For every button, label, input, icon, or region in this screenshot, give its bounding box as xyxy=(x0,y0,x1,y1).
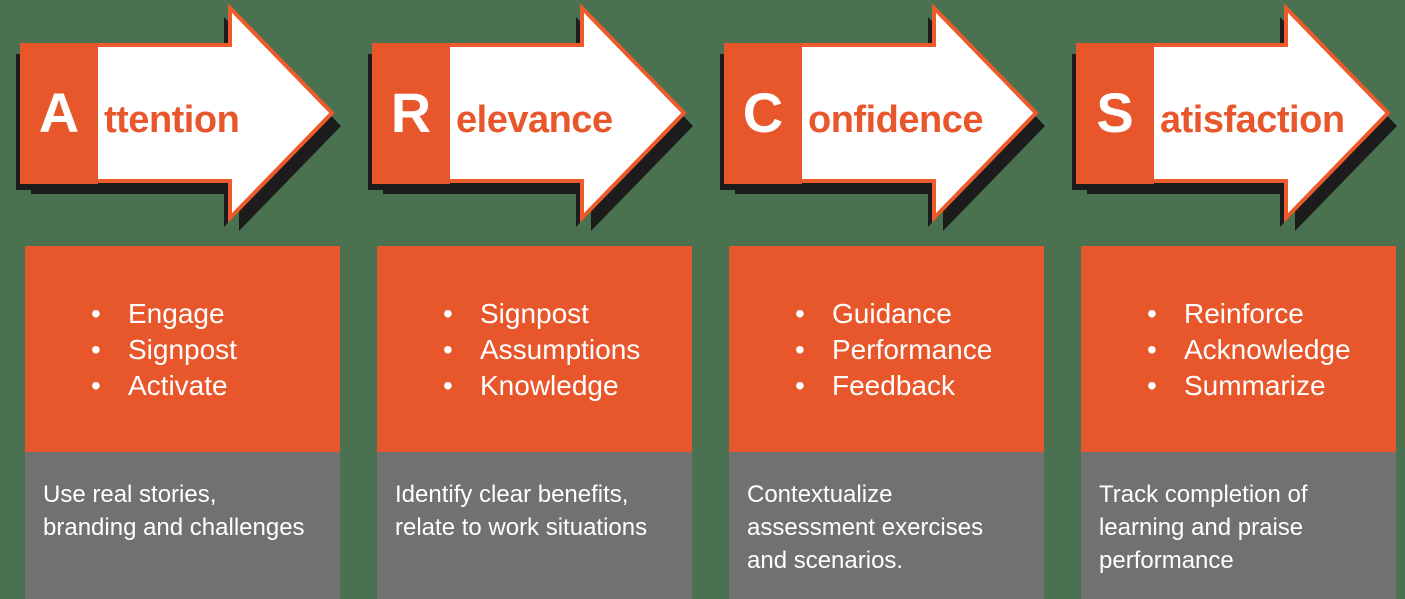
confidence-bullet-list: Guidance Performance Feedback xyxy=(729,246,1044,404)
satisfaction-bullets-box: Reinforce Acknowledge Summarize xyxy=(1081,246,1396,452)
bullet-item: Acknowledge xyxy=(1147,332,1396,368)
bullet-item: Summarize xyxy=(1147,368,1396,404)
arrow-word-rest: atisfaction xyxy=(1160,99,1345,141)
arcs-column-confidence: C onfidence Guidance Performance Feedbac… xyxy=(720,0,1045,599)
arrow-letter: A xyxy=(39,81,79,144)
bullet-item: Guidance xyxy=(795,296,1044,332)
attention-bullet-list: Engage Signpost Activate xyxy=(25,246,340,404)
letter-block xyxy=(20,43,98,184)
relevance-description: Identify clear benefits, relate to work … xyxy=(395,481,648,541)
letter-block xyxy=(724,43,802,184)
satisfaction-description: Track completion of learning and praise … xyxy=(1099,481,1308,574)
confidence-description-box: Contextualize assessment exercises and s… xyxy=(729,452,1044,599)
right-arrow-shape: C onfidence xyxy=(720,3,1045,231)
satisfaction-description-box: Track completion of learning and praise … xyxy=(1081,452,1396,599)
confidence-bullets-box: Guidance Performance Feedback xyxy=(729,246,1044,452)
attention-bullets-box: Engage Signpost Activate xyxy=(25,246,340,452)
right-arrow-shape: R elevance xyxy=(368,3,693,231)
arrow-letter: C xyxy=(743,81,783,144)
right-arrow-shape: A ttention xyxy=(16,3,341,231)
arrow-word-rest: elevance xyxy=(456,99,613,141)
arrow-word-rest: onfidence xyxy=(808,99,983,141)
arrow-word-rest: ttention xyxy=(104,99,239,141)
arcs-column-attention: A ttention Engage Signpost Activate Use … xyxy=(16,0,341,599)
satisfaction-arrow: S atisfaction xyxy=(1072,3,1405,236)
letter-block xyxy=(1076,43,1154,184)
attention-description: Use real stories, branding and challenge… xyxy=(43,481,305,541)
letter-block xyxy=(372,43,450,184)
bullet-item: Reinforce xyxy=(1147,296,1396,332)
attention-arrow: A ttention xyxy=(16,3,360,236)
attention-description-box: Use real stories, branding and challenge… xyxy=(25,452,340,599)
arrow-letter: R xyxy=(391,81,431,144)
bullet-item: Signpost xyxy=(91,332,340,368)
bullet-item: Signpost xyxy=(443,296,692,332)
bullet-item: Feedback xyxy=(795,368,1044,404)
relevance-arrow: R elevance xyxy=(368,3,712,236)
bullet-item: Knowledge xyxy=(443,368,692,404)
relevance-bullets-box: Signpost Assumptions Knowledge xyxy=(377,246,692,452)
bullet-item: Performance xyxy=(795,332,1044,368)
arcs-column-satisfaction: S atisfaction Reinforce Acknowledge Summ… xyxy=(1072,0,1397,599)
bullet-item: Activate xyxy=(91,368,340,404)
relevance-bullet-list: Signpost Assumptions Knowledge xyxy=(377,246,692,404)
bullet-item: Assumptions xyxy=(443,332,692,368)
bullet-item: Engage xyxy=(91,296,340,332)
relevance-description-box: Identify clear benefits, relate to work … xyxy=(377,452,692,599)
arrow-letter: S xyxy=(1096,81,1133,144)
confidence-description: Contextualize assessment exercises and s… xyxy=(747,481,984,574)
confidence-arrow: C onfidence xyxy=(720,3,1064,236)
arcs-column-relevance: R elevance Signpost Assumptions Knowledg… xyxy=(368,0,693,599)
right-arrow-shape: S atisfaction xyxy=(1072,3,1397,231)
satisfaction-bullet-list: Reinforce Acknowledge Summarize xyxy=(1081,246,1396,404)
